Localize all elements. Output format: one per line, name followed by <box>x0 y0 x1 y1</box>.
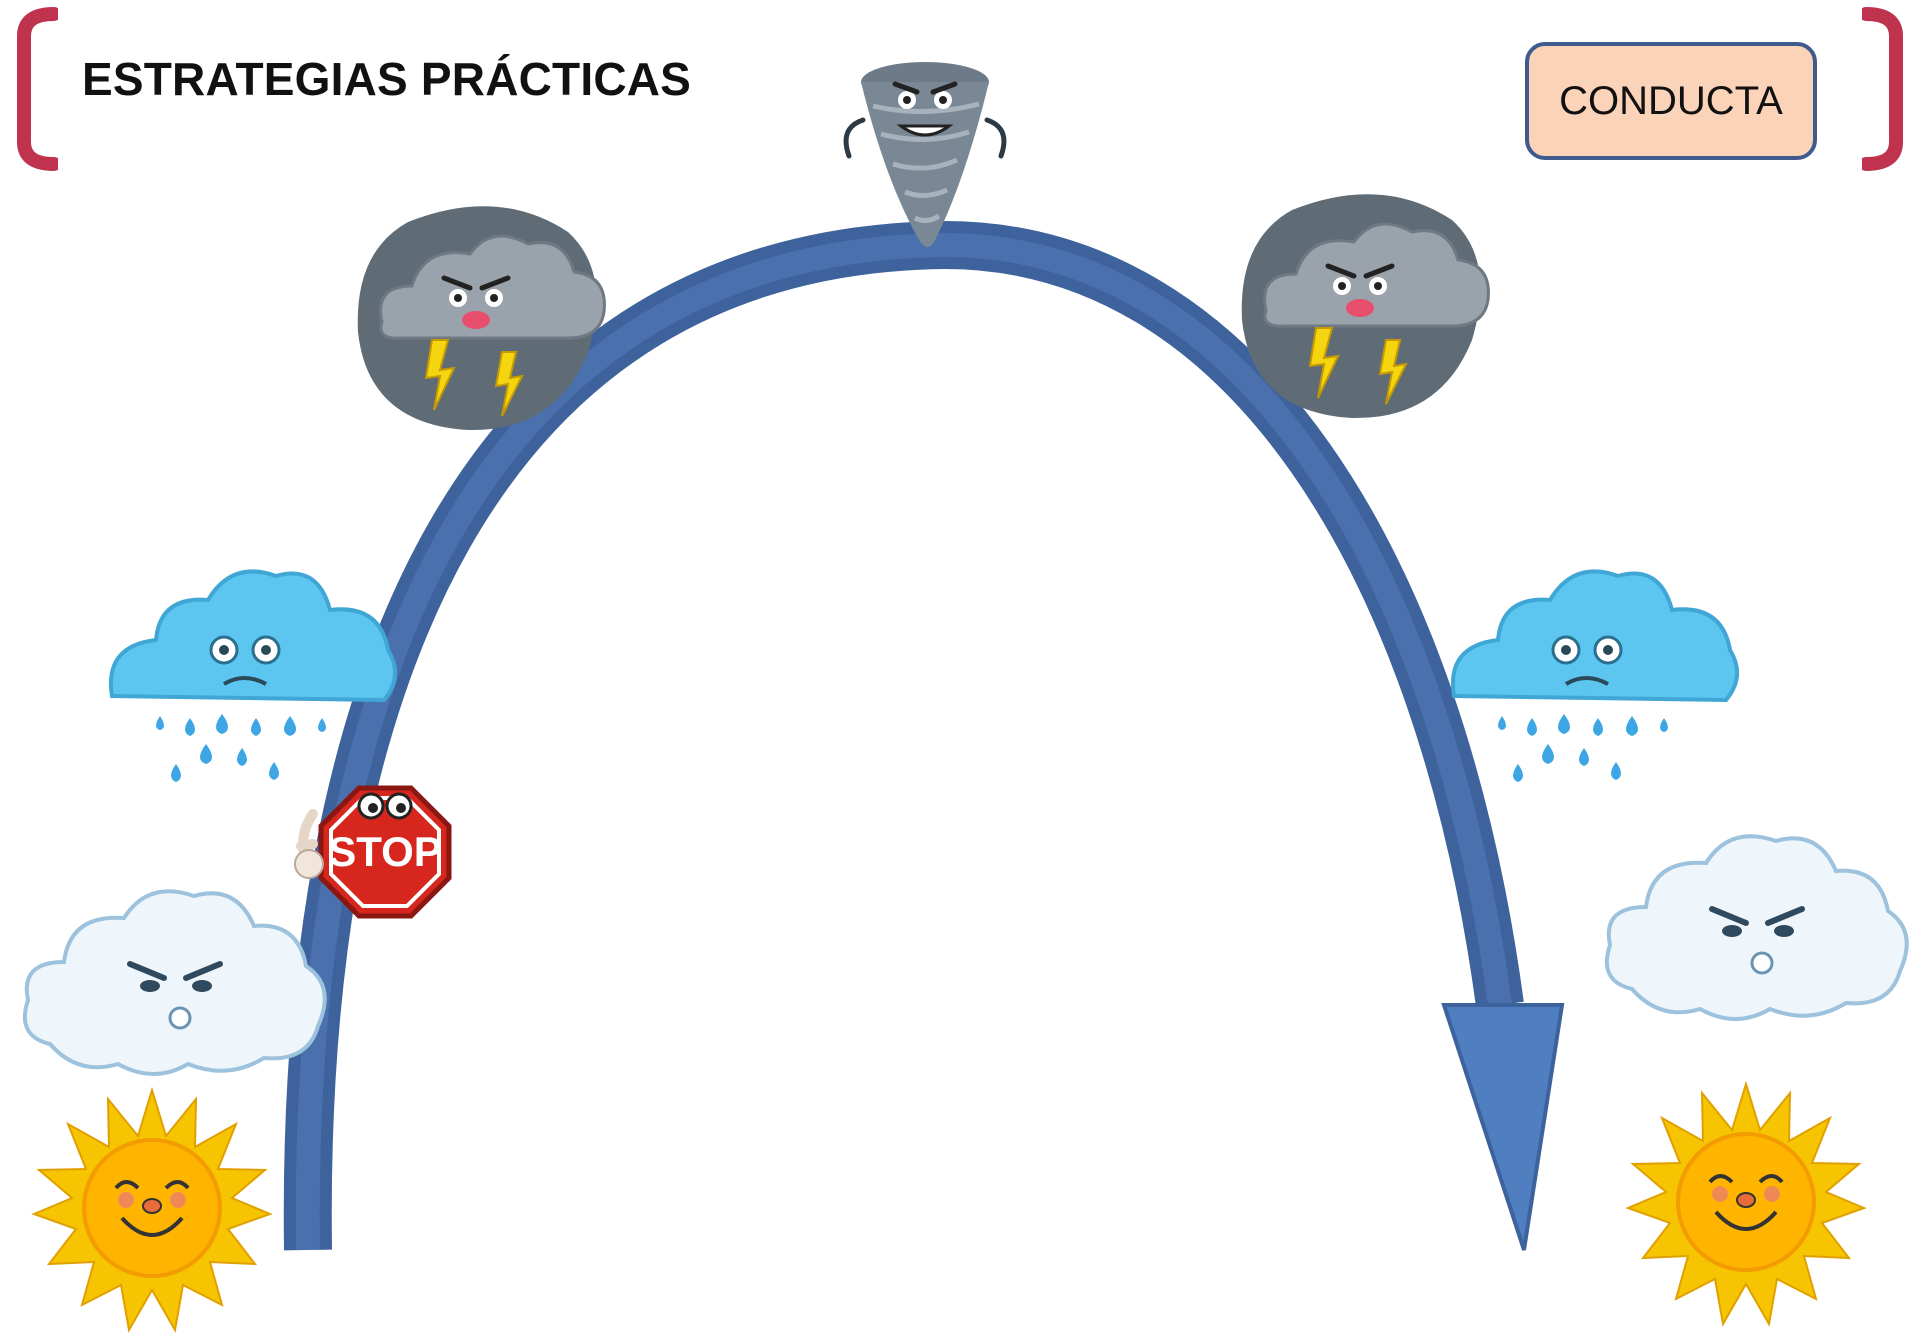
behavior-arc-arrow <box>283 220 1524 1251</box>
left-bracket-icon <box>17 7 58 171</box>
wind-cloud-icon <box>25 891 325 1074</box>
tornado-icon <box>846 62 1004 247</box>
right-bracket-icon <box>1862 7 1903 171</box>
page-title: ESTRATEGIAS PRÁCTICAS <box>82 53 692 105</box>
rain-cloud-icon <box>1450 569 1740 784</box>
arrow-head-icon <box>1441 1003 1565 1251</box>
storm-cloud-icon <box>1242 194 1489 418</box>
conduct-box: CONDUCTA <box>1525 42 1817 160</box>
sun-icon <box>1626 1082 1866 1326</box>
wind-cloud-icon <box>1607 836 1907 1019</box>
sun-icon <box>32 1088 272 1332</box>
